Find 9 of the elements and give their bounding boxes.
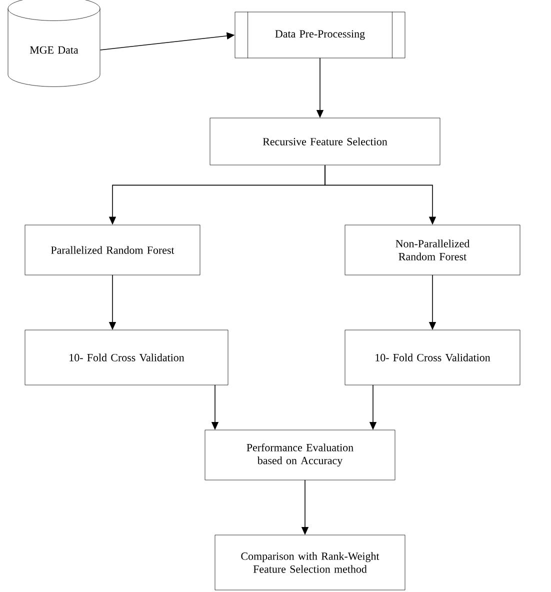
process-box: Performance Evaluation based on Accuracy: [204, 430, 396, 480]
process-box: Non-Parallelized Random Forest: [344, 224, 520, 276]
process-box: Parallelized Random Forest: [24, 224, 200, 276]
database-cylinder: MGE Data: [8, 0, 100, 87]
process-box: 10- Fold Cross Validation: [24, 330, 228, 386]
process-box: Recursive Feature Selection: [210, 118, 440, 166]
process-box: 10- Fold Cross Validation: [344, 330, 520, 386]
process-box: Data Pre-Processing: [234, 12, 406, 58]
process-box: Comparison with Rank-Weight Feature Selection method: [214, 534, 406, 590]
